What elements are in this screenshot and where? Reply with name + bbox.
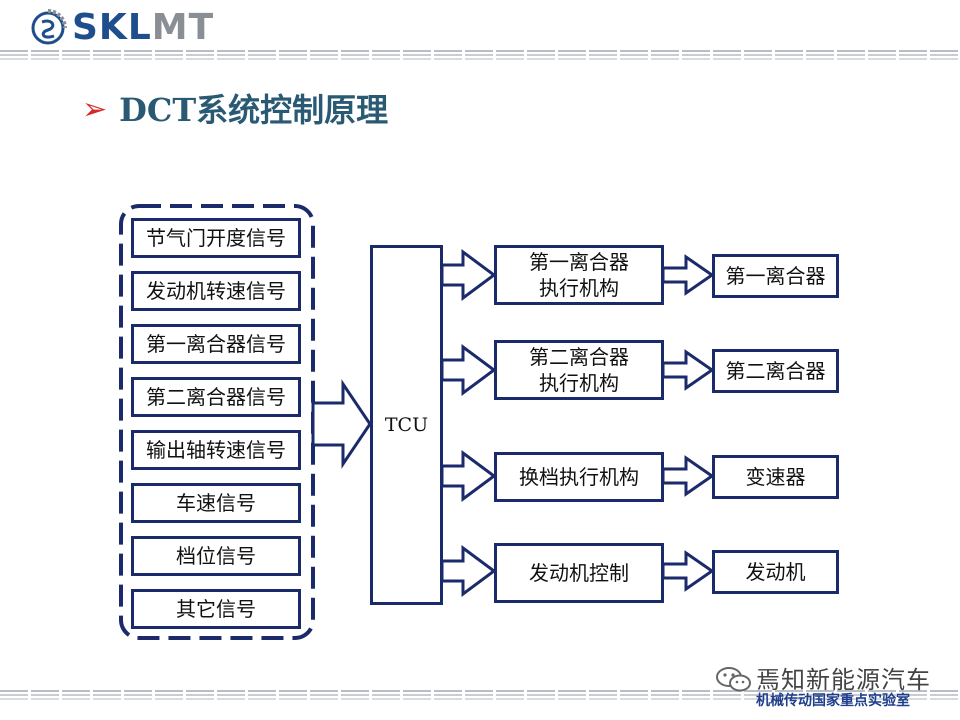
arrow-tcu-to-actuator-1 <box>440 249 497 301</box>
target-box: 第一离合器 <box>712 254 839 298</box>
actuator-label: 第二离合器 执行机构 <box>529 345 629 395</box>
logo: SKLMT <box>28 6 214 50</box>
input-signal-box: 发动机转速信号 <box>131 271 301 311</box>
actuator-label: 发动机控制 <box>529 561 629 585</box>
arrow-actuator-4-to-target <box>661 550 715 592</box>
logo-text: SKLMT <box>72 6 214 50</box>
logo-text-b: MT <box>151 7 215 48</box>
input-signal-box: 车速信号 <box>131 483 301 523</box>
watermark: 焉知新能源汽车 机械传动国家重点实验室 <box>712 660 952 720</box>
target-label: 第一离合器 <box>725 264 826 288</box>
input-signal-box: 其它信号 <box>131 589 301 629</box>
arrow-tcu-to-actuator-3 <box>440 450 497 502</box>
target-label: 第二离合器 <box>725 359 826 383</box>
wechat-icon <box>716 667 751 692</box>
input-signal-label: 车速信号 <box>176 491 256 515</box>
gear-logo-icon <box>31 9 67 45</box>
arrow-tcu-to-actuator-2 <box>440 344 497 396</box>
arrow-actuator-2-to-target <box>661 349 715 391</box>
input-signal-box: 节气门开度信号 <box>131 218 301 258</box>
footer-rule <box>0 690 960 700</box>
slide-title: DCT系统控制原理 <box>119 91 389 129</box>
watermark-lab: 机械传动国家重点实验室 <box>756 693 910 709</box>
logo-text-a: SKL <box>72 7 152 48</box>
tcu-label: TCU <box>384 414 429 436</box>
input-signal-label: 档位信号 <box>176 544 256 568</box>
input-signal-box: 第二离合器信号 <box>131 377 301 417</box>
target-label: 变速器 <box>745 465 806 489</box>
actuator-box: 第二离合器 执行机构 <box>494 340 664 400</box>
input-signal-box: 档位信号 <box>131 536 301 576</box>
input-signal-label: 发动机转速信号 <box>146 279 286 303</box>
target-box: 第二离合器 <box>712 349 839 393</box>
input-signal-box: 第一离合器信号 <box>131 324 301 364</box>
target-box: 变速器 <box>712 455 839 499</box>
arrow-tcu-to-actuator-4 <box>440 545 497 597</box>
actuator-label: 第一离合器 执行机构 <box>529 250 629 300</box>
slide-header: SKLMT <box>0 0 960 60</box>
arrow-inputs-to-tcu <box>311 379 372 469</box>
actuator-box: 换档执行机构 <box>494 452 664 502</box>
actuator-box: 第一离合器 执行机构 <box>494 245 664 305</box>
input-signal-label: 节气门开度信号 <box>146 226 286 250</box>
arrow-actuator-3-to-target <box>661 455 715 497</box>
header-rule <box>0 50 960 60</box>
target-label: 发动机 <box>745 560 806 584</box>
input-signal-label: 其它信号 <box>176 597 256 621</box>
arrow-actuator-1-to-target <box>661 254 715 296</box>
tcu-box: TCU <box>370 245 443 605</box>
actuator-label: 换档执行机构 <box>519 465 639 489</box>
slide-title-row: ➢ DCT系统控制原理 <box>82 90 388 130</box>
target-box: 发动机 <box>712 550 839 594</box>
watermark-name: 焉知新能源汽车 <box>756 666 931 694</box>
input-signal-label: 第二离合器信号 <box>146 385 286 409</box>
input-signal-box: 输出轴转速信号 <box>131 430 301 470</box>
input-signal-label: 输出轴转速信号 <box>146 438 286 462</box>
input-signal-label: 第一离合器信号 <box>146 332 286 356</box>
actuator-box: 发动机控制 <box>494 543 664 603</box>
arrow-bullet-icon: ➢ <box>82 92 108 127</box>
